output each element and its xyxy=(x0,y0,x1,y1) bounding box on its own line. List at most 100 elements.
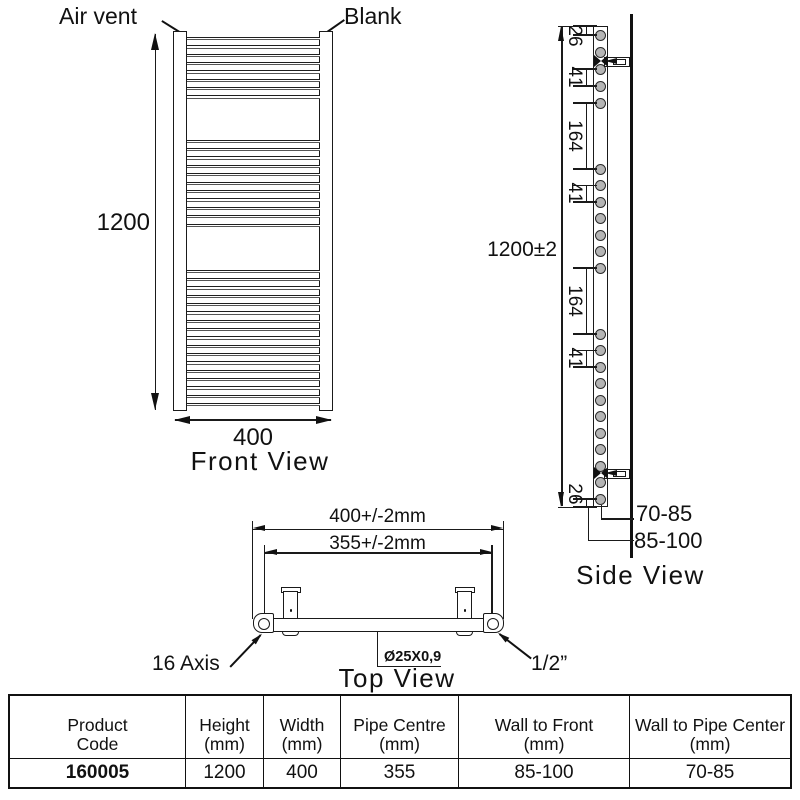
header-line: (mm) xyxy=(281,734,323,755)
radiator-bar xyxy=(186,378,320,382)
axis-arrow xyxy=(229,634,261,668)
connection-size-label: 1/2” xyxy=(531,652,568,675)
air-vent-label: Air vent xyxy=(59,3,137,29)
arrowhead-up-icon xyxy=(151,33,160,50)
radiator-bar xyxy=(186,164,320,169)
segment-dim-text: 41 xyxy=(564,182,585,204)
header-line: Wall to Front xyxy=(494,714,594,735)
header-line: (mm) xyxy=(689,734,731,755)
radiator-bar xyxy=(186,294,320,298)
front-rail-bars xyxy=(186,0,320,420)
side-overall-dim-line xyxy=(561,27,563,506)
pipe-spec-leader xyxy=(377,631,379,666)
top-left-axle-circle xyxy=(257,617,270,630)
col-header-pipe-centre: Pipe Centre (mm) xyxy=(341,696,459,759)
header-line: Height xyxy=(199,714,250,735)
segment-dim-tick xyxy=(573,85,597,87)
radiator-bar xyxy=(186,181,320,185)
top-pipe-centre-dim-line xyxy=(265,552,492,554)
rail-tube-cross-section xyxy=(595,213,606,224)
cell-width: 400 xyxy=(264,759,341,787)
radiator-bar xyxy=(186,37,320,41)
segment-dim-text: 26 xyxy=(564,483,585,505)
segment-dim-tick xyxy=(573,267,597,269)
segment-dim-tick xyxy=(573,366,597,368)
segment-dim-text: 164 xyxy=(564,120,585,152)
radiator-bar xyxy=(186,353,320,357)
top-width-ext-line xyxy=(502,521,504,619)
segment-dim-tick xyxy=(573,333,597,335)
segment-dim-bracket xyxy=(585,69,587,86)
wall-to-front-leader xyxy=(588,507,590,541)
rail-tube-cross-section xyxy=(595,477,606,488)
top-right-axle-circle xyxy=(486,617,499,630)
radiator-bar xyxy=(186,53,320,58)
arrowhead-up-icon xyxy=(557,26,564,41)
top-width-ext-line xyxy=(252,521,254,619)
segment-dim-tick xyxy=(573,68,597,70)
front-height-dim-text: 1200 xyxy=(96,209,150,236)
front-left-collector-tube xyxy=(173,31,187,411)
col-header-wall-to-pipe-center: Wall to Pipe Center (mm) xyxy=(630,696,790,759)
segment-dim-bracket xyxy=(585,185,587,202)
radiator-bar xyxy=(186,147,320,152)
segment-dim-text: 164 xyxy=(564,285,585,317)
front-view-title: Front View xyxy=(190,446,330,476)
segment-dim-bracket xyxy=(585,268,587,334)
segment-dim-tick xyxy=(573,498,597,500)
top-pipe-centre-ext-line xyxy=(491,545,493,616)
top-right-bracket-foot xyxy=(456,631,473,636)
radiator-bar xyxy=(186,327,320,332)
radiator-bar xyxy=(186,45,320,49)
arrowhead-down-icon xyxy=(557,492,564,507)
cell-wall-to-front: 85-100 xyxy=(459,759,630,787)
top-pipe-centre-dim-text: 355+/-2mm xyxy=(329,533,426,554)
arrowhead-right-icon xyxy=(491,525,503,532)
radiator-bar xyxy=(186,336,320,340)
rail-tube-cross-section xyxy=(595,444,606,455)
segment-dim-bracket xyxy=(585,26,587,35)
segment-dim-bracket xyxy=(585,103,587,169)
cell-wall-to-pipe-center: 70-85 xyxy=(685,761,735,783)
radiator-bar xyxy=(186,302,320,307)
radiator-bar xyxy=(186,206,320,211)
radiator-bar xyxy=(186,319,320,323)
radiator-bar xyxy=(186,156,320,160)
segment-dim-text: 41 xyxy=(564,66,585,88)
blank-label: Blank xyxy=(344,3,402,29)
front-width-dim-text: 400 xyxy=(232,424,274,451)
radiator-bar xyxy=(186,223,320,227)
arrowhead-left-icon xyxy=(174,416,190,424)
bracket-screw-dot xyxy=(289,609,293,612)
radiator-bar xyxy=(186,95,320,99)
bracket-arrow-icon xyxy=(605,58,617,64)
segment-dim-tick xyxy=(573,201,597,203)
arrowhead-right-icon xyxy=(480,549,492,555)
segment-dim-text: 41 xyxy=(564,347,585,369)
radiator-bar xyxy=(186,403,320,407)
top-pipe-centre-ext-line xyxy=(263,545,265,616)
arrowhead-left-icon xyxy=(264,549,277,555)
connection-arrow xyxy=(498,633,532,660)
header-line: Width xyxy=(279,714,325,735)
header-line: Wall to Pipe Center xyxy=(634,714,786,735)
radiator-bar xyxy=(186,78,320,83)
radiator-bar xyxy=(186,369,320,374)
radiator-bar xyxy=(186,269,320,273)
bracket-screw-dot xyxy=(463,609,467,612)
wall-line xyxy=(629,14,633,558)
cell-pipe-centre: 355 xyxy=(341,759,459,787)
top-width-dim-line xyxy=(253,528,503,530)
wall-to-pipe-leader xyxy=(600,518,634,520)
segment-dim-tick xyxy=(573,184,597,187)
header-line: (mm) xyxy=(204,734,245,755)
rail-tube-cross-section xyxy=(595,229,606,241)
cell-height: 1200 xyxy=(186,759,264,787)
wall-to-pipe-leader xyxy=(600,505,603,519)
radiator-bar xyxy=(186,62,320,66)
arrowhead-down-icon xyxy=(151,393,160,410)
radiator-bar xyxy=(186,189,320,194)
rail-tube-cross-section xyxy=(595,411,606,422)
pipe-spec-leader xyxy=(377,665,441,667)
radiator-bar xyxy=(186,70,320,74)
